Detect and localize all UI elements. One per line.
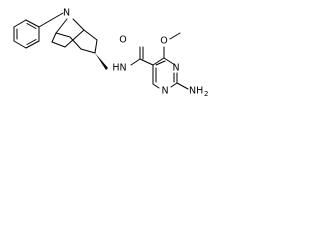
amide-nitrogen-label: N xyxy=(119,63,126,74)
methoxy-oxygen-label: O xyxy=(160,36,167,47)
amide-hydrogen-label: H xyxy=(112,63,119,74)
molecule-structure: N O N H O N N NH 2 xyxy=(13,8,208,98)
pyrimidine-ring xyxy=(152,57,178,89)
benzyl-bond xyxy=(38,19,52,28)
amino-subscript-label: 2 xyxy=(204,90,208,98)
bridge-nitrogen-label: N xyxy=(63,8,70,19)
stereo-wedge xyxy=(95,53,108,70)
pyrimidine-n-bottom-label: N xyxy=(161,86,168,97)
pyrimidine-n-right-label: N xyxy=(172,63,179,74)
benzyl-n-bond xyxy=(50,12,64,21)
amino-bond xyxy=(176,82,189,90)
benzene-ring xyxy=(13,19,40,49)
bicyclic-cage xyxy=(51,18,98,54)
amide-oxygen-label: O xyxy=(119,35,126,46)
methoxy-o-ch3-bond xyxy=(169,32,181,40)
amide-c-ring-bond xyxy=(139,58,154,66)
amide-n-c-bond xyxy=(130,58,141,66)
amino-group-label: NH xyxy=(189,86,203,97)
